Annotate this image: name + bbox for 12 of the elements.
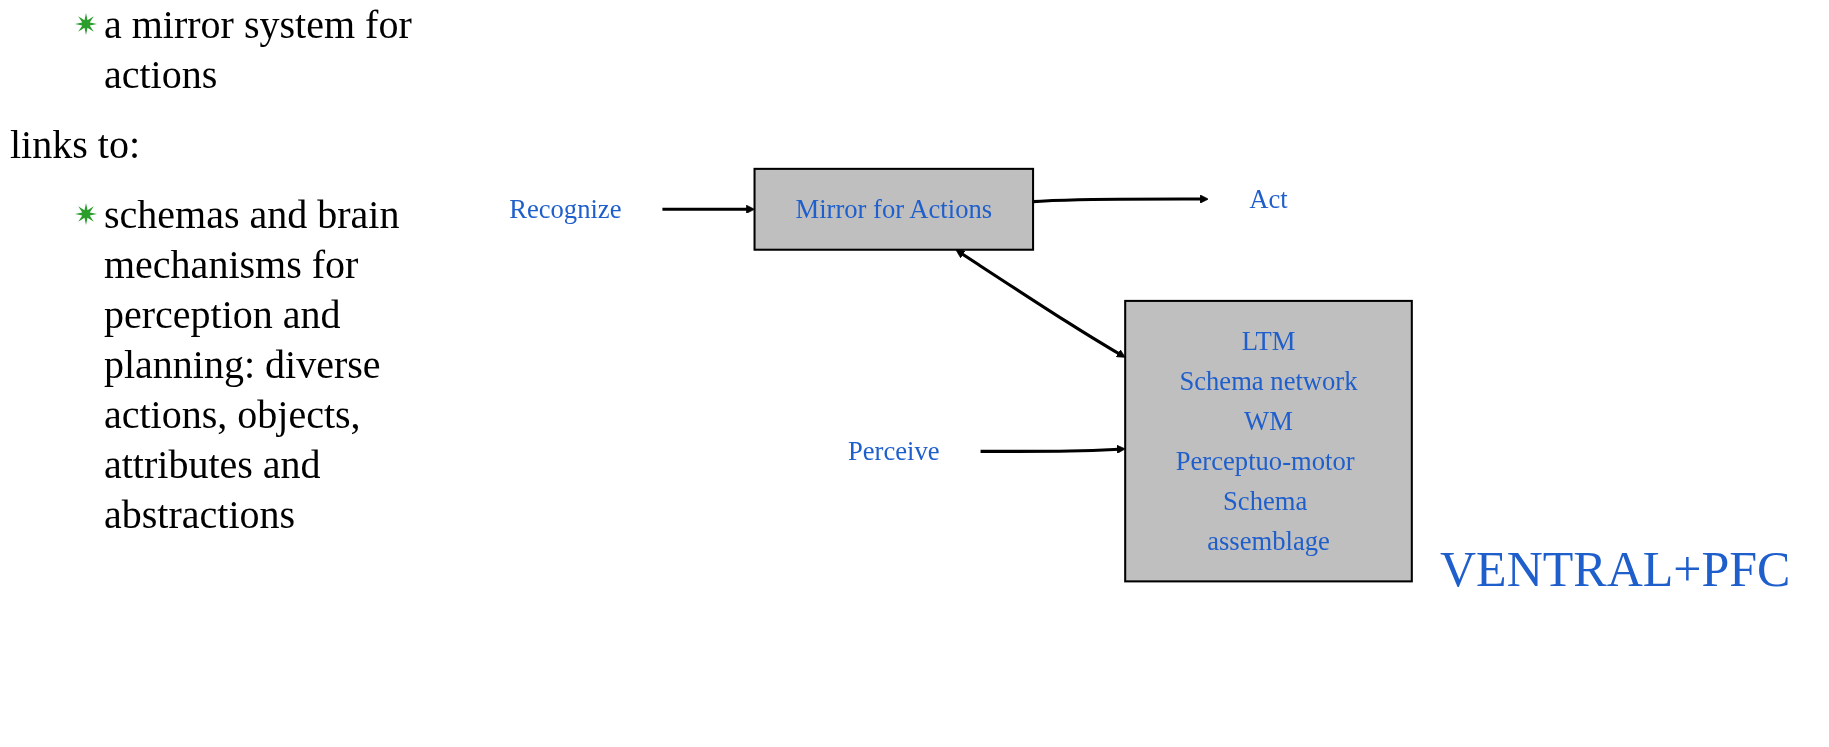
node-text: Perceive (847, 436, 940, 467)
arrow (955, 249, 1126, 358)
node-text: Recognize (509, 194, 622, 225)
node-box: Mirror for Actions (753, 167, 1035, 251)
bullet-text: a mirror system for actions (104, 1, 413, 99)
region-label: VENTRAL+PFC (1440, 540, 1791, 598)
node-text: Act (1249, 184, 1288, 214)
arrow (980, 444, 1126, 454)
bullet-text: schemas and brain mechanisms for perception and planning: diverse actions, objects, attributes and abstractions (104, 191, 401, 539)
arrow (662, 204, 755, 214)
node-box: LTM Schema network WM Perceptuo-motor Schema assemblage (1124, 299, 1413, 583)
heading-text: links to: (10, 121, 141, 169)
